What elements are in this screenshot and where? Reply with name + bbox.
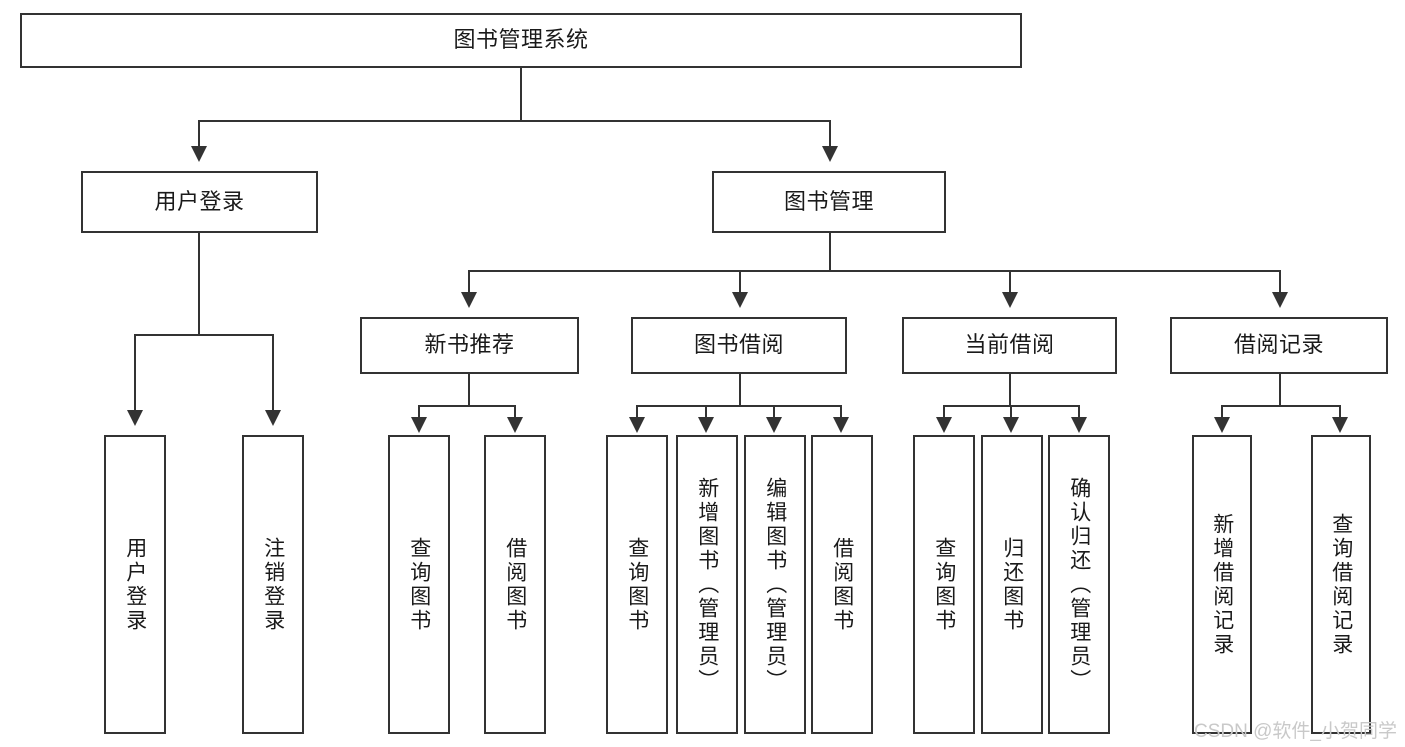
edge-current-to-leaf-2	[1010, 405, 1012, 419]
edge-user-login-stem	[198, 233, 200, 335]
edge-book-mgmt-stem	[829, 233, 831, 271]
leaf-node-edit-book-admin[interactable]: 编辑图书（管理员）	[744, 435, 806, 734]
edge-new-books-stem	[468, 374, 470, 406]
leaf-label: 借阅图书	[503, 536, 527, 633]
edge-records-to-leaf-2	[1339, 405, 1341, 419]
node-current-borrow-label: 当前借阅	[964, 332, 1055, 358]
node-book-management[interactable]: 图书管理	[712, 171, 946, 233]
edge-book-mgmt-bus	[468, 270, 1280, 272]
leaf-node-add-borrow-record[interactable]: 新增借阅记录	[1192, 435, 1252, 734]
edge-current-to-leaf-1	[943, 405, 945, 419]
leaf-label: 注销登录	[261, 536, 285, 633]
leaf-label: 查询图书	[932, 536, 956, 633]
node-borrow-records[interactable]: 借阅记录	[1170, 317, 1388, 374]
arrow-book-mgmt-to-borrow	[732, 292, 748, 308]
arrow-book-mgmt-to-records	[1272, 292, 1288, 308]
leaf-label: 确认归还（管理员）	[1067, 476, 1091, 693]
leaf-node-query-books-borrow[interactable]: 查询图书	[606, 435, 668, 734]
node-book-borrow[interactable]: 图书借阅	[631, 317, 847, 374]
arrow-borrow-to-leaf-2	[698, 417, 714, 433]
node-user-login-label: 用户登录	[154, 188, 245, 214]
leaf-node-query-borrow-record[interactable]: 查询借阅记录	[1311, 435, 1371, 734]
node-borrow-records-label: 借阅记录	[1233, 332, 1324, 358]
arrow-root-to-book-mgmt	[822, 146, 838, 162]
edge-root-to-user-login	[198, 120, 200, 148]
leaf-node-borrow-books-recommend[interactable]: 借阅图书	[484, 435, 546, 734]
node-user-login[interactable]: 用户登录	[81, 171, 318, 233]
node-root-system-label: 图书管理系统	[453, 27, 589, 53]
leaf-node-confirm-return-admin[interactable]: 确认归还（管理员）	[1048, 435, 1110, 734]
edge-book-mgmt-to-records	[1279, 270, 1281, 294]
arrow-borrow-to-leaf-4	[833, 417, 849, 433]
edge-user-login-to-leaf-1	[134, 334, 136, 412]
edge-current-to-leaf-3	[1078, 405, 1080, 419]
arrow-book-mgmt-to-current	[1002, 292, 1018, 308]
leaf-label: 用户登录	[123, 536, 147, 633]
leaf-node-query-books-current[interactable]: 查询图书	[913, 435, 975, 734]
edge-new-books-bus	[418, 405, 516, 407]
leaf-label: 借阅图书	[830, 536, 854, 633]
leaf-label: 新增借阅记录	[1210, 512, 1234, 657]
leaf-node-add-book-admin[interactable]: 新增图书（管理员）	[676, 435, 738, 734]
leaf-label: 新增图书（管理员）	[695, 476, 719, 693]
arrow-current-to-leaf-1	[936, 417, 952, 433]
edge-book-mgmt-to-new-books	[468, 270, 470, 294]
arrow-user-login-to-leaf-1	[127, 410, 143, 426]
arrow-root-to-user-login	[191, 146, 207, 162]
arrow-new-books-to-leaf-1	[411, 417, 427, 433]
edge-records-to-leaf-1	[1221, 405, 1223, 419]
edge-root-to-book-mgmt	[829, 120, 831, 148]
edge-borrow-to-leaf-4	[840, 405, 842, 419]
arrow-current-to-leaf-2	[1003, 417, 1019, 433]
leaf-node-user-login[interactable]: 用户登录	[104, 435, 166, 734]
edge-book-mgmt-to-current	[1009, 270, 1011, 294]
arrow-new-books-to-leaf-2	[507, 417, 523, 433]
edge-user-login-bus	[134, 334, 273, 336]
leaf-node-query-books-recommend[interactable]: 查询图书	[388, 435, 450, 734]
node-book-management-label: 图书管理	[783, 188, 874, 214]
leaf-label: 查询借阅记录	[1329, 512, 1353, 657]
edge-new-books-to-leaf-1	[418, 405, 420, 419]
arrow-records-to-leaf-1	[1214, 417, 1230, 433]
edge-borrow-to-leaf-3	[773, 405, 775, 419]
edge-borrow-to-leaf-2	[705, 405, 707, 419]
leaf-label: 归还图书	[1000, 536, 1024, 633]
edge-borrow-bus	[636, 405, 842, 407]
node-new-book-recommend-label: 新书推荐	[424, 332, 515, 358]
edge-book-mgmt-to-borrow	[739, 270, 741, 294]
edge-borrow-stem	[739, 374, 741, 406]
edge-records-stem	[1279, 374, 1281, 406]
leaf-label: 编辑图书（管理员）	[763, 476, 787, 693]
edge-borrow-to-leaf-1	[636, 405, 638, 419]
leaf-label: 查询图书	[625, 536, 649, 633]
arrow-records-to-leaf-2	[1332, 417, 1348, 433]
node-current-borrow[interactable]: 当前借阅	[902, 317, 1117, 374]
node-new-book-recommend[interactable]: 新书推荐	[360, 317, 579, 374]
arrow-borrow-to-leaf-1	[629, 417, 645, 433]
leaf-node-borrow-books[interactable]: 借阅图书	[811, 435, 873, 734]
node-book-borrow-label: 图书借阅	[693, 332, 784, 358]
edge-new-books-to-leaf-2	[514, 405, 516, 419]
edge-root-bus	[198, 120, 830, 122]
leaf-node-logout[interactable]: 注销登录	[242, 435, 304, 734]
edge-current-stem	[1009, 374, 1011, 406]
arrow-user-login-to-leaf-2	[265, 410, 281, 426]
leaf-node-return-books[interactable]: 归还图书	[981, 435, 1043, 734]
arrow-book-mgmt-to-new-books	[461, 292, 477, 308]
edge-user-login-to-leaf-2	[272, 334, 274, 412]
edge-root-stem	[520, 68, 522, 121]
node-root-system[interactable]: 图书管理系统	[20, 13, 1022, 68]
arrow-borrow-to-leaf-3	[766, 417, 782, 433]
arrow-current-to-leaf-3	[1071, 417, 1087, 433]
edge-records-bus	[1221, 405, 1341, 407]
leaf-label: 查询图书	[407, 536, 431, 633]
